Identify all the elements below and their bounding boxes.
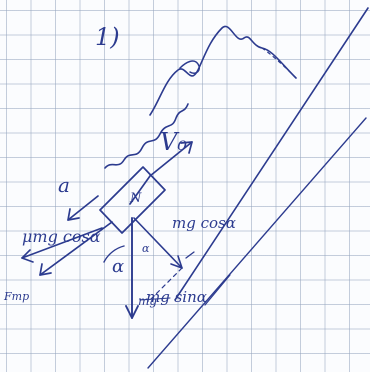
acceleration-vector (67, 195, 99, 221)
gravity-arrowhead (125, 305, 139, 319)
tick-mark (185, 251, 195, 259)
gravity-parallel-label: mg sinα (146, 288, 207, 306)
gravity-perpendicular-vector (133, 217, 183, 269)
gravity-parallel-vector (21, 227, 103, 259)
scribble-mark (149, 25, 297, 116)
gravity-perpendicular-label: mg cosα (172, 214, 236, 232)
acceleration-label: a (58, 173, 70, 197)
angle-arc (103, 245, 125, 263)
angle-label: α (112, 256, 124, 277)
component-underline (139, 297, 171, 301)
velocity-arrowhead (180, 141, 193, 154)
initial-velocity-label: V₀ (160, 128, 187, 156)
incline-base-line (204, 274, 231, 306)
block (99, 166, 166, 234)
incline-surface-lower (147, 117, 367, 369)
friction-force-label: μmg cosα (22, 227, 101, 246)
wavy-line (104, 103, 189, 169)
friction-force-vector (39, 221, 113, 276)
velocity-vector (149, 141, 193, 177)
friction-force-arrowhead (39, 263, 52, 276)
gravity-label: mg (138, 294, 157, 308)
scribble-trail (261, 47, 299, 81)
projection-line (149, 267, 183, 301)
angle-label-2: α (142, 242, 150, 255)
gravity-parallel-arrowhead (21, 249, 34, 263)
problem-number: 1) (95, 23, 120, 51)
normal-force-label: N (129, 191, 142, 206)
normal-force-vector (129, 175, 151, 205)
incline-surface-upper (174, 7, 369, 301)
acceleration-arrowhead (67, 208, 80, 221)
scribble-loop (179, 60, 201, 75)
friction-short-label: Fтр (3, 290, 29, 303)
